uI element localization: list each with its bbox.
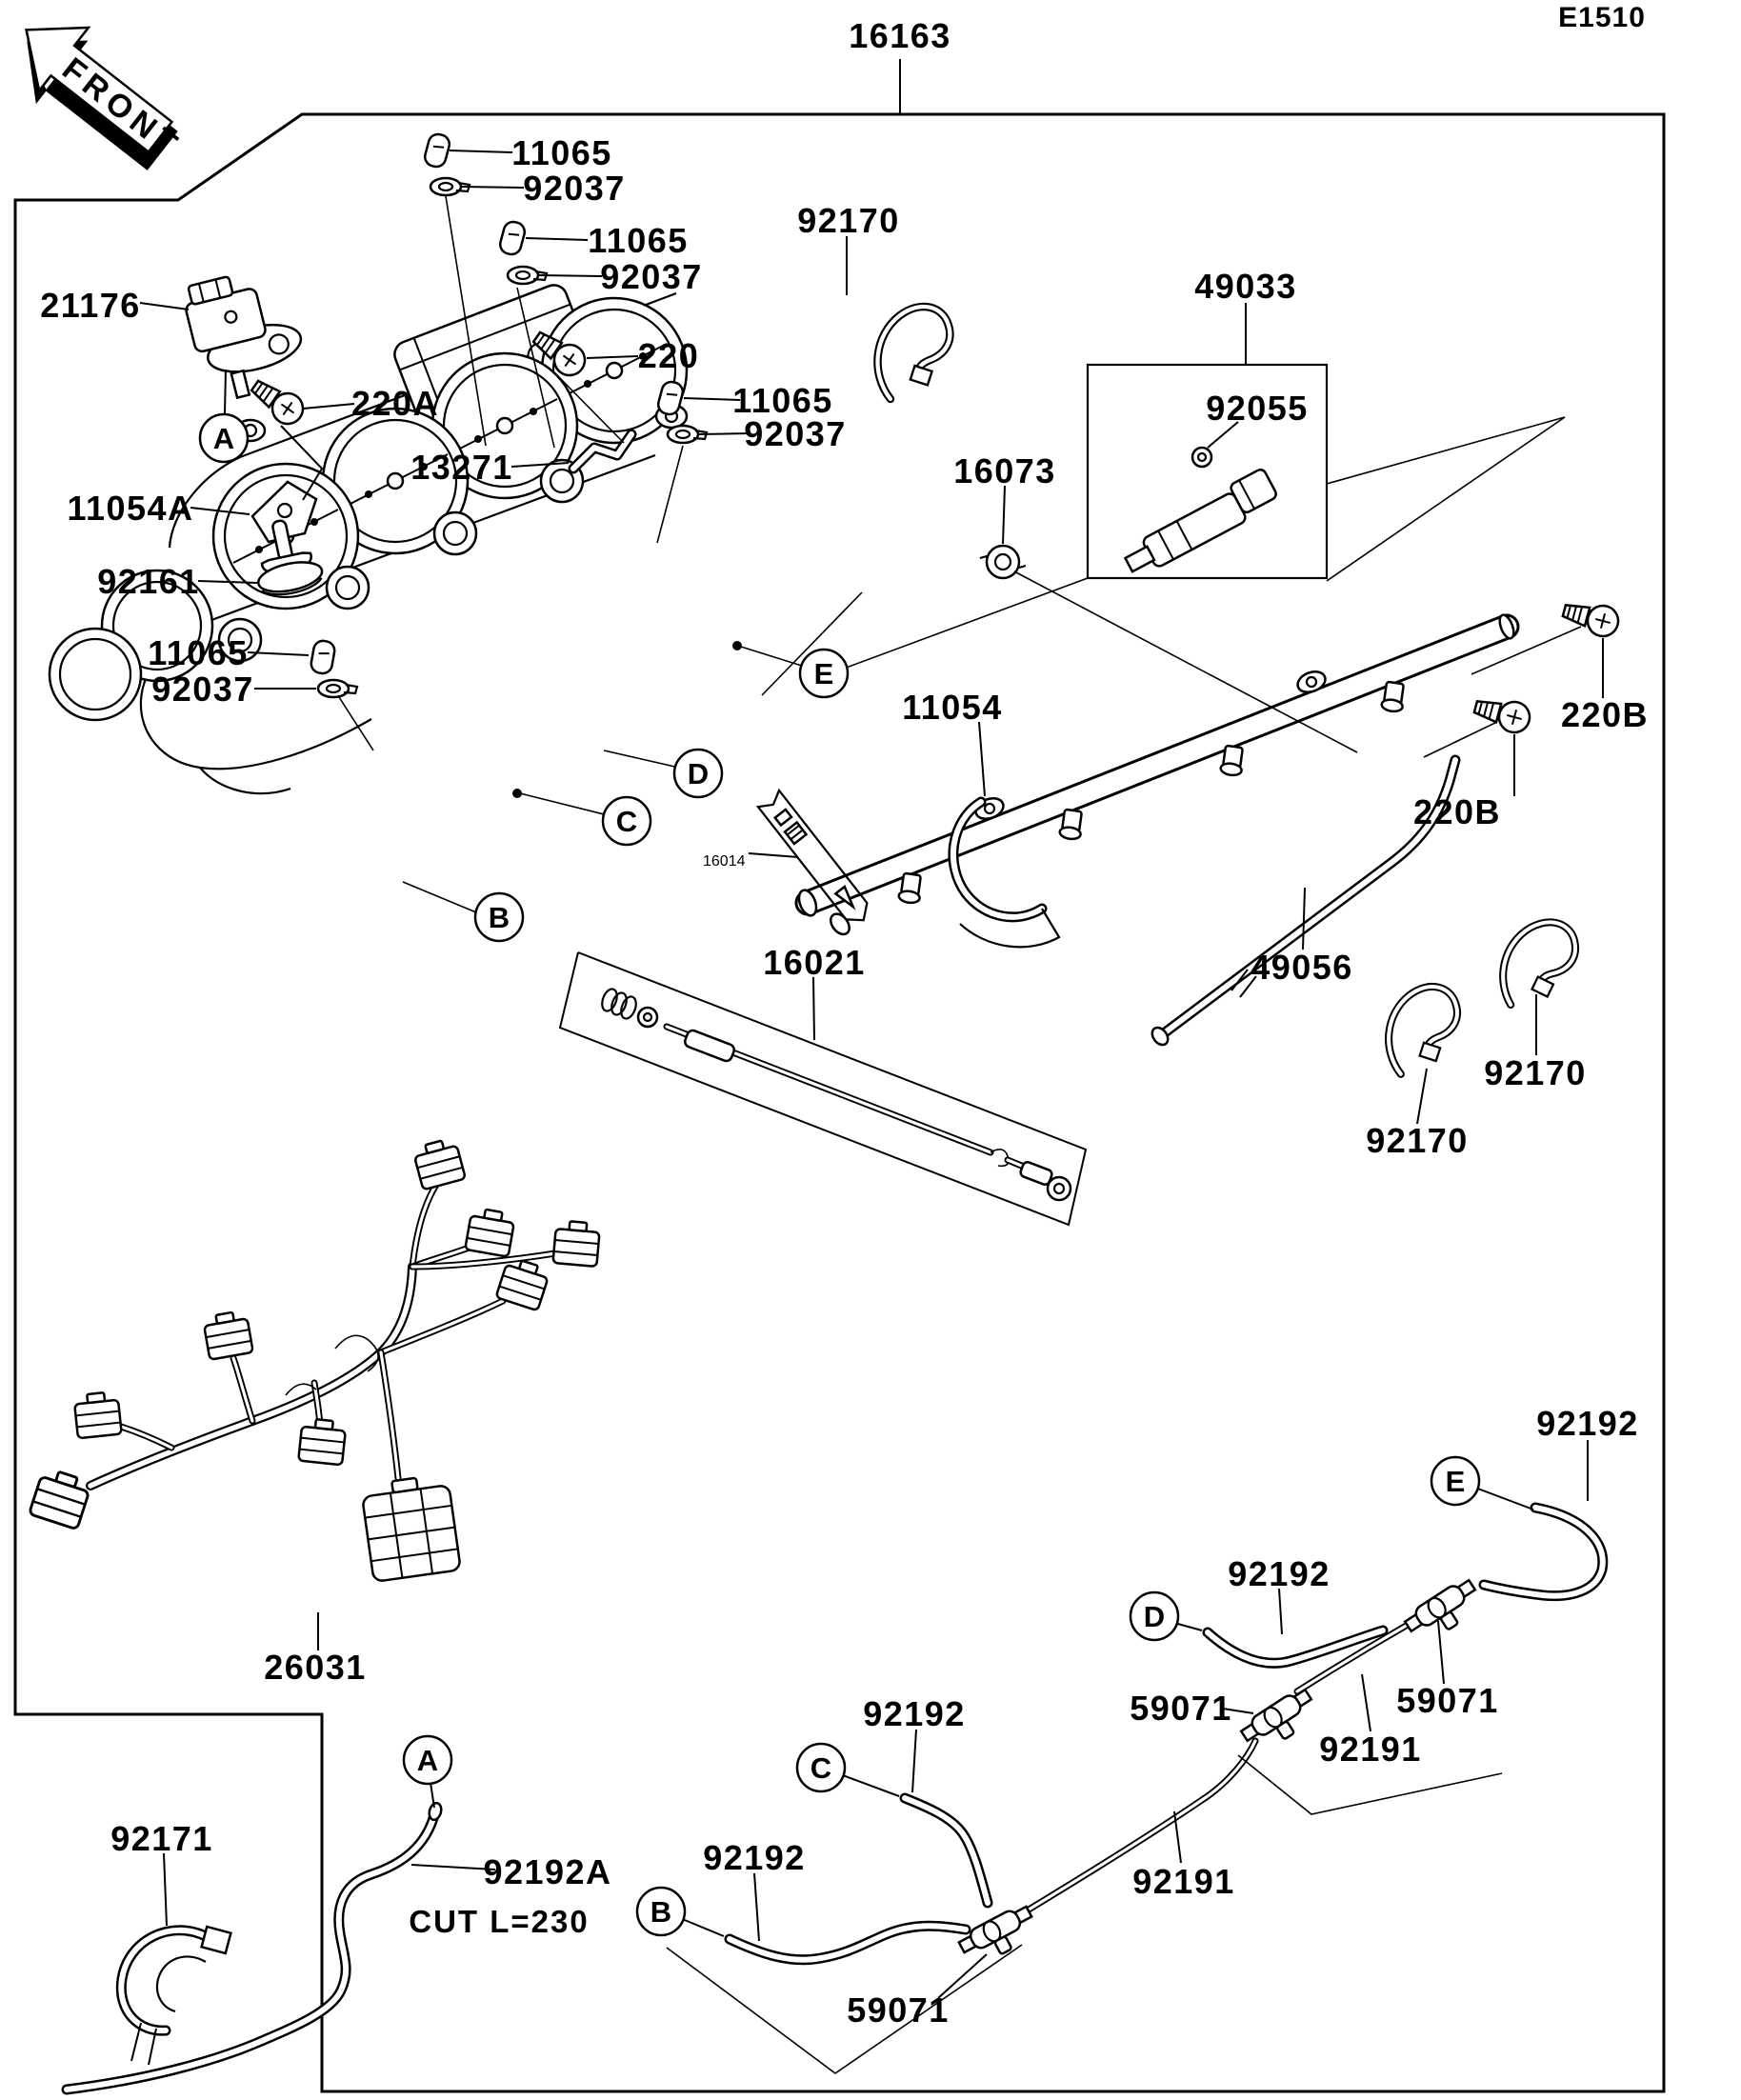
label-92192-e: 92192	[1536, 1404, 1639, 1443]
vacuum-hoses	[61, 1502, 1609, 2095]
label-92037-4: 92037	[151, 670, 254, 709]
label-49033: 49033	[1194, 267, 1297, 306]
callout-letter: A	[417, 1744, 438, 1777]
sensor-21176	[185, 275, 303, 400]
plug-11065-4	[308, 638, 338, 676]
leader-lines	[139, 59, 1604, 2074]
clip-92171	[115, 1925, 232, 2066]
oring-92055	[1191, 446, 1213, 469]
callout-E-top: E	[798, 648, 850, 699]
callout-C-bottom: C	[795, 1742, 847, 1793]
label-59071-b: 59071	[847, 1990, 950, 2030]
label-16073: 16073	[953, 451, 1056, 490]
label-49056: 49056	[1251, 948, 1353, 987]
label-16014: 16014	[703, 853, 746, 870]
label-16021: 16021	[763, 943, 866, 982]
label-11065-3: 11065	[732, 381, 833, 420]
callout-letter: E	[1446, 1465, 1466, 1498]
fuel-rail	[794, 613, 1520, 917]
label-11065-1: 11065	[511, 133, 612, 172]
callout-A-bottom: A	[402, 1734, 453, 1786]
label-92171: 92171	[110, 1819, 213, 1858]
callout-B-top: B	[473, 891, 525, 943]
callout-letter: B	[650, 1895, 671, 1929]
label-11054a: 11054A	[67, 489, 193, 528]
label-59071-l: 59071	[1130, 1689, 1232, 1728]
label-92191-u: 92191	[1319, 1730, 1422, 1769]
label-26031: 26031	[264, 1648, 367, 1687]
label-220: 220	[638, 336, 700, 375]
cable-assembly-16021	[558, 951, 1088, 1227]
label-92037-2: 92037	[600, 257, 703, 296]
label-92170-2: 92170	[1366, 1121, 1469, 1160]
callout-E-bottom: E	[1430, 1455, 1481, 1507]
damper-92161	[257, 519, 324, 596]
cable-tie-92170-3	[1499, 916, 1579, 1012]
callout-letter: B	[489, 901, 510, 934]
screw-220b-1	[1559, 594, 1623, 641]
jet-16014	[755, 788, 869, 936]
bracket-11054a	[250, 480, 318, 544]
callout-D-bottom: D	[1129, 1590, 1180, 1642]
joint-59071-right	[1401, 1574, 1487, 1649]
front-direction-arrow: FRONT	[25, 26, 188, 170]
label-220b-2: 220B	[1413, 792, 1501, 831]
label-59071-r: 59071	[1396, 1681, 1499, 1720]
callout-B-bottom: B	[635, 1886, 687, 1937]
callout-letter: E	[814, 657, 834, 690]
label-92037-3: 92037	[744, 414, 847, 453]
bracket-13271	[568, 429, 637, 474]
figure-border	[13, 112, 1666, 2093]
plug-11065-1	[421, 130, 453, 170]
callout-letter: C	[616, 805, 637, 838]
label-220a: 220A	[351, 384, 439, 423]
plug-11065-2	[496, 218, 529, 258]
nut-16073	[979, 544, 1027, 580]
washer-92037-4	[316, 678, 359, 699]
callout-letter: C	[810, 1751, 831, 1785]
label-92192a: 92192A	[483, 1852, 611, 1891]
label-11065-4: 11065	[148, 633, 249, 672]
label-11054: 11054	[902, 688, 1003, 727]
label-11065-2: 11065	[588, 221, 689, 260]
fuel-pipe-49056	[1151, 754, 1461, 1047]
label-92170-1: 92170	[797, 201, 900, 240]
wiring-harness-26031	[28, 1135, 602, 1584]
injector-box-49033	[1086, 363, 1329, 580]
callout-letter: D	[688, 757, 709, 790]
label-92055: 92055	[1206, 389, 1309, 428]
label-21176: 21176	[40, 286, 141, 325]
label-92037-1: 92037	[523, 169, 626, 208]
label-16163: 16163	[849, 16, 951, 55]
label-13271: 13271	[410, 448, 513, 487]
label-92192-b: 92192	[703, 1838, 806, 1877]
callout-letter: A	[213, 422, 234, 455]
label-92192-c: 92192	[863, 1694, 966, 1733]
cable-tie-92170-1	[877, 307, 950, 399]
callout-A-top: A	[198, 412, 250, 464]
clamp-11054	[948, 796, 1061, 949]
label-92161: 92161	[97, 562, 200, 601]
label-92191-l: 92191	[1132, 1862, 1235, 1901]
page-code: E1510	[1558, 2, 1646, 33]
label-cut-note: CUT L=230	[409, 1904, 589, 1939]
callout-letter: D	[1144, 1600, 1165, 1633]
label-92192-d: 92192	[1228, 1554, 1331, 1593]
label-92170-3: 92170	[1484, 1053, 1587, 1092]
cable-tie-92170-2	[1389, 987, 1457, 1074]
joint-59071-bottom	[955, 1901, 1042, 1970]
callout-C-top: C	[601, 795, 652, 847]
callout-D-top: D	[672, 748, 724, 799]
label-220b-1: 220B	[1561, 695, 1649, 734]
